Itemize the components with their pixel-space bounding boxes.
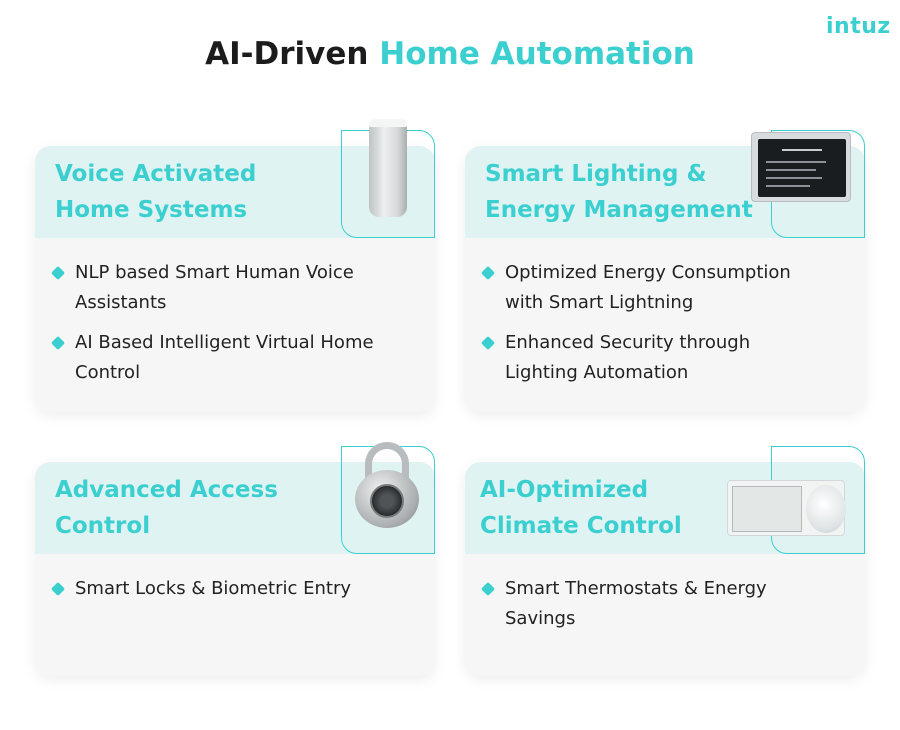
list-item: Optimized Energy Consumption with Smart L… (480, 258, 853, 318)
card-title-line: Smart Lighting & (485, 161, 707, 187)
diamond-bullet-icon (50, 581, 66, 597)
bullet-text: AI Based Intelligent Virtual Home (75, 332, 374, 353)
card-title-line: Control (55, 513, 151, 539)
card-voice-activated: Voice Activated Home Systems NLP based S… (35, 119, 435, 412)
card-title: Voice Activated Home Systems (55, 156, 256, 228)
card-title-line: Voice Activated (55, 161, 257, 187)
bullet-text: Savings (505, 608, 576, 629)
list-item: Smart Locks & Biometric Entry (50, 574, 423, 604)
diamond-bullet-icon (50, 335, 66, 351)
thermostat-icon (727, 480, 846, 536)
card-title-line: Climate Control (480, 513, 682, 539)
page-title-highlight: Home Automation (379, 36, 695, 72)
diamond-bullet-icon (50, 265, 66, 281)
card-title: Advanced Access Control (55, 472, 278, 544)
card-title: AI-Optimized Climate Control (480, 472, 682, 544)
diamond-bullet-icon (480, 265, 496, 281)
bullet-text: Assistants (75, 292, 167, 313)
page-title-plain: AI-Driven (205, 36, 380, 72)
page-title: AI-Driven Home Automation (0, 36, 900, 72)
bullet-text: Smart Locks & Biometric Entry (75, 578, 352, 599)
bullet-text: Smart Thermostats & Energy (505, 578, 767, 599)
card-header (35, 146, 435, 238)
card-title: Smart Lighting & Energy Management (485, 156, 753, 228)
card-smart-lighting: Smart Lighting & Energy Management Optim… (465, 130, 865, 412)
smart-speaker-icon (369, 119, 407, 217)
bullet-text: NLP based Smart Human Voice (75, 262, 354, 283)
card-title-line: Energy Management (485, 197, 753, 223)
padlock-icon (355, 442, 419, 528)
bullet-text: Enhanced Security through (505, 332, 751, 353)
diamond-bullet-icon (480, 581, 496, 597)
control-panel-icon (751, 132, 851, 202)
card-title-line: Advanced Access (55, 477, 278, 503)
bullet-list: Smart Locks & Biometric Entry (50, 574, 423, 614)
bullet-text: Lighting Automation (505, 362, 689, 383)
bullet-text: with Smart Lightning (505, 292, 694, 313)
card-access-control: Advanced Access Control Smart Locks & Bi… (35, 442, 435, 676)
card-climate-control: AI-Optimized Climate Control Smart Therm… (465, 446, 865, 676)
bullet-text: Control (75, 362, 141, 383)
card-title-line: Home Systems (55, 197, 248, 223)
bullet-list: Optimized Energy Consumption with Smart L… (480, 258, 853, 398)
brand-logo: intuz (826, 14, 891, 39)
diamond-bullet-icon (480, 335, 496, 351)
bullet-text: Optimized Energy Consumption (505, 262, 791, 283)
card-title-line: AI-Optimized (480, 477, 649, 503)
